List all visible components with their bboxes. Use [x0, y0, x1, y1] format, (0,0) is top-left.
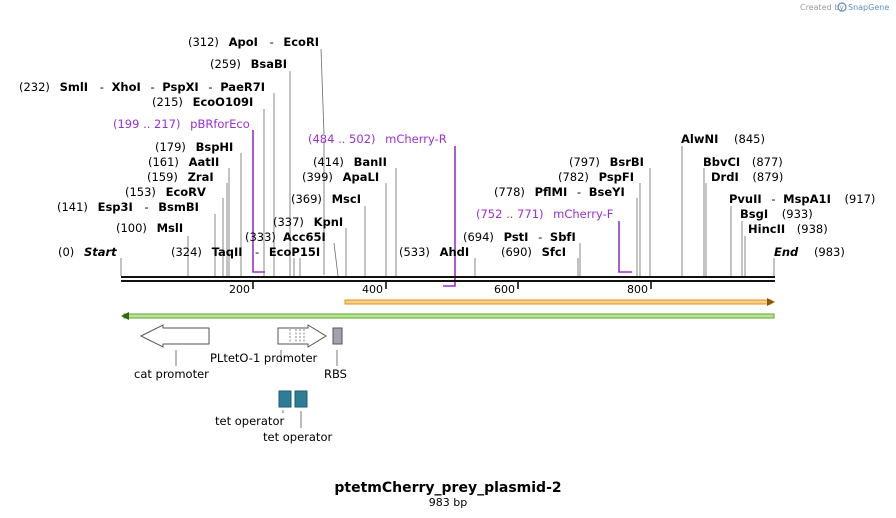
orf-arrow[interactable]	[344, 298, 775, 306]
ruler-tick-label: 200	[229, 283, 250, 296]
site-label[interactable]: (159) ZraI	[147, 170, 214, 184]
site-label[interactable]: (337) KpnI	[273, 215, 343, 229]
orf-arrow[interactable]	[121, 312, 775, 320]
primer-label[interactable]: (752 .. 771) mCherry-F	[476, 207, 613, 221]
site-label[interactable]: (694) PstI - SbfI	[463, 230, 576, 244]
site-label[interactable]: (215) EcoO109I	[152, 95, 253, 109]
ruler: 200 400 600 800	[229, 282, 652, 296]
site-label[interactable]: HincII (938)	[748, 222, 828, 236]
ruler-tick-label: 800	[627, 283, 648, 296]
feature-tet-operator[interactable]	[278, 390, 292, 413]
feature-label: tet operator	[263, 430, 332, 444]
site-label[interactable]: (153) EcoRV	[125, 185, 206, 199]
site-label[interactable]: End (983)	[774, 245, 845, 259]
primer-markers	[252, 130, 632, 287]
site-label[interactable]: (179) BspHI	[155, 140, 233, 154]
site-label[interactable]: (259) BsaBI	[210, 57, 287, 71]
site-label[interactable]: (533) AhdI	[399, 245, 469, 259]
ruler-tick-label: 400	[362, 283, 383, 296]
site-label[interactable]: (414) BanII	[313, 155, 387, 169]
primer-labels: (199 .. 217) pBRforEco (484 .. 502) mChe…	[113, 117, 613, 221]
site-label[interactable]: (782) PspFI	[558, 170, 634, 184]
badge-brand: SnapGene	[848, 3, 889, 12]
feature-label: PLtetO-1 promoter	[210, 351, 318, 365]
site-label[interactable]: (312) ApoI - EcoRI	[188, 35, 319, 49]
plasmid-length: 983 bp	[429, 496, 467, 509]
site-label[interactable]: (100) MslI	[116, 221, 183, 235]
site-label[interactable]: (161) AatII	[148, 155, 219, 169]
site-label[interactable]: (0) Start	[58, 245, 117, 259]
feature-label: tet operator	[215, 414, 284, 428]
badge-created-by: Created by	[800, 3, 844, 12]
site-label[interactable]: (690) SfcI	[501, 245, 566, 259]
site-label[interactable]: Acc65I	[283, 230, 326, 244]
site-label[interactable]: (324) TaqII	[171, 245, 243, 259]
site-label[interactable]: PvuII - MspA1I (917)	[729, 192, 875, 206]
feature-tet-operator[interactable]	[294, 390, 308, 428]
feature-label: RBS	[324, 367, 347, 381]
site-label[interactable]: (399) ApaLI	[302, 170, 379, 184]
site-label[interactable]: (778) PflMI - BseYI	[494, 185, 625, 199]
site-label[interactable]: (797) BsrBI	[569, 155, 644, 169]
feature-rbs[interactable]	[332, 327, 343, 366]
site-label[interactable]: (141) Esp3I - BsmBI	[57, 200, 199, 214]
site-label[interactable]: - EcoP15I	[255, 245, 320, 259]
site-label[interactable]: AlwNI (845)	[681, 132, 765, 146]
feature-cat-promoter[interactable]	[139, 324, 210, 366]
site-label[interactable]: DrdI (879)	[711, 170, 783, 184]
site-label[interactable]: (369) MscI	[291, 192, 361, 206]
snapgene-badge: Created by SnapGene	[800, 2, 889, 12]
site-label[interactable]: (232) SmlI - XhoI - PspXI - PaeR7I	[19, 80, 265, 94]
dna-backbone	[121, 276, 775, 282]
primer-label[interactable]: (199 .. 217) pBRforEco	[113, 117, 250, 131]
ruler-tick-label: 600	[494, 283, 515, 296]
site-label[interactable]: (333)	[245, 230, 276, 244]
primer-label[interactable]: (484 .. 502) mCherry-R	[308, 132, 447, 146]
site-connectors	[120, 48, 775, 277]
feature-pltet-promoter[interactable]	[277, 324, 327, 362]
restriction-site-labels: (312) ApoI - EcoRI (259) BsaBI (232) Sml…	[19, 35, 875, 259]
site-label[interactable]: BbvCI (877)	[703, 155, 783, 169]
feature-label: cat promoter	[134, 367, 209, 381]
site-label[interactable]: BsgI (933)	[740, 207, 813, 221]
plasmid-title: ptetmCherry_prey_plasmid-2	[334, 480, 561, 496]
snapgene-logo-icon	[837, 2, 847, 12]
